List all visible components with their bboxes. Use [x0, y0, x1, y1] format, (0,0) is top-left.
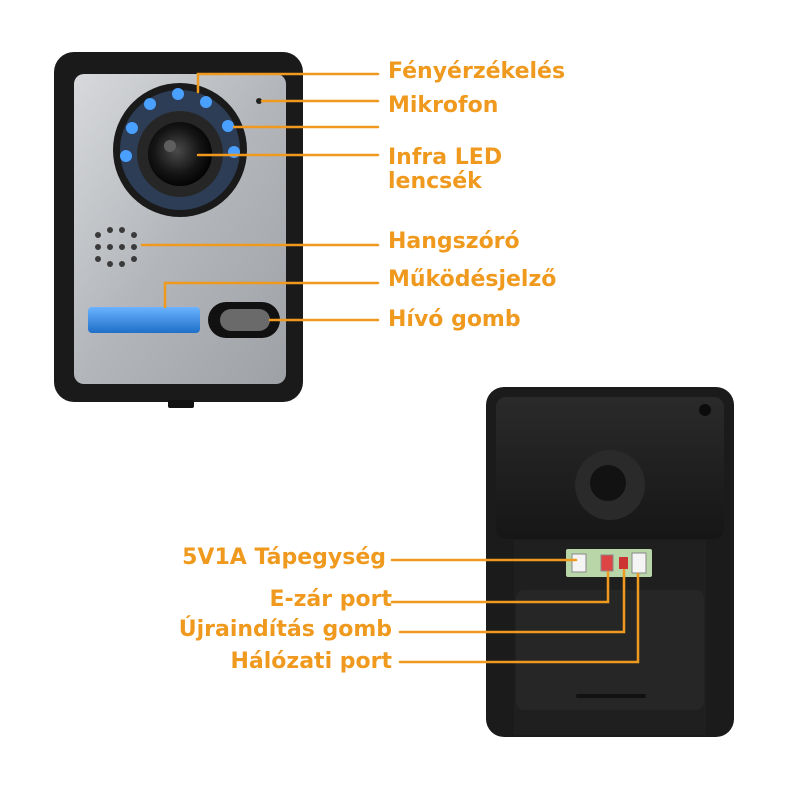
back-unit	[486, 387, 734, 737]
front-leader-lines	[140, 72, 380, 322]
call-button[interactable]	[220, 309, 270, 331]
camera-module	[113, 83, 247, 217]
front-bottom-connector	[168, 400, 194, 408]
reset-button-icon[interactable]	[619, 557, 628, 569]
back-leader-lines	[390, 558, 640, 664]
front-unit	[54, 52, 303, 408]
leader-status-indicator	[163, 281, 380, 309]
label-call-button: Hívó gomb	[388, 307, 521, 332]
label-reset-button: Újraindítás gomb	[178, 617, 392, 642]
leader-light-sensor	[196, 72, 380, 94]
leader-reset-button	[398, 568, 626, 634]
microphone-hole	[256, 98, 262, 104]
network-connector-icon	[631, 552, 647, 574]
connector-board	[566, 549, 652, 577]
back-screw-hole	[699, 404, 711, 416]
leader-network-port	[398, 572, 640, 664]
label-status-indicator: Működésjelző	[388, 267, 557, 292]
back-camera-core	[590, 465, 626, 501]
label-infra-led-line2: lencsék	[388, 169, 482, 194]
camera-lens-icon	[148, 122, 212, 186]
label-power-supply: 5V1A Tápegység	[182, 545, 386, 570]
label-speaker: Hangszóró	[388, 229, 520, 254]
e-lock-connector-icon	[600, 554, 614, 572]
leader-e-lock-port	[390, 570, 610, 604]
back-vent-line	[576, 694, 646, 698]
label-network-port: Hálózati port	[230, 649, 392, 674]
power-connector-icon	[571, 553, 587, 573]
label-infra-led-line1: Infra LED	[388, 145, 503, 170]
label-microphone: Mikrofon	[388, 93, 499, 118]
label-light-sensor: Fényérzékelés	[388, 59, 566, 84]
status-indicator-bar	[88, 307, 200, 333]
speaker-grille-icon	[95, 227, 137, 267]
label-e-lock-port: E-zár port	[269, 587, 392, 612]
lens-glint	[164, 140, 176, 152]
back-cover-plate	[516, 590, 704, 710]
